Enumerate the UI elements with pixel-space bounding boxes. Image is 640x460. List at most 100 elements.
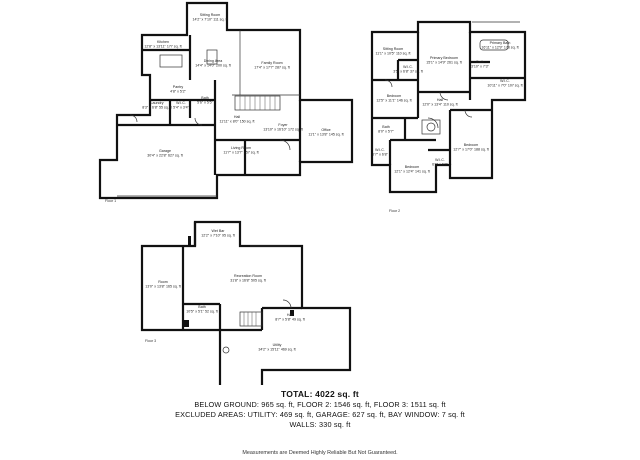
room-wic-2a: W.I.C. 3'5" x 6'8" 37 sq. ft: [393, 65, 423, 74]
svg-text:8'7" x 5'8" 49 sq. ft: 8'7" x 5'8" 49 sq. ft: [275, 318, 305, 322]
svg-text:Bath: Bath: [476, 60, 483, 64]
floor-1-plan: Sitting Room 14'2" x 7'10" 111 sq. ft Ki…: [98, 1, 354, 203]
svg-text:Dining Area: Dining Area: [204, 59, 223, 63]
room-wic-2d: W.I.C. 6'0" x 6'2": [432, 158, 448, 167]
svg-text:11'11" x 8'0" 150 sq. ft: 11'11" x 8'0" 150 sq. ft: [220, 120, 255, 124]
svg-text:10'5" x 5'1" 52 sq. ft: 10'5" x 5'1" 52 sq. ft: [186, 310, 218, 314]
floor-3-label: Floor 3: [145, 339, 156, 343]
room-bath-1: Bath 5'6" x 5'5": [197, 96, 213, 105]
floor-1-stairs: [234, 95, 281, 111]
svg-text:Wet Bar: Wet Bar: [212, 229, 226, 233]
svg-text:Pantry: Pantry: [173, 85, 184, 89]
svg-text:10'11" x 7'0" 107 sq. ft: 10'11" x 7'0" 107 sq. ft: [487, 84, 522, 88]
svg-text:14'4" x 14'0" 200 sq. ft: 14'4" x 14'0" 200 sq. ft: [195, 64, 231, 68]
room-primary-bedroom: Primary Bedroom 15'1" x 14'9" 261 sq. ft: [426, 56, 462, 65]
svg-text:Hall: Hall: [437, 98, 443, 102]
svg-text:Foyer: Foyer: [278, 123, 288, 127]
svg-text:12'5" x 11'1" 146 sq. ft: 12'5" x 11'1" 146 sq. ft: [376, 99, 411, 103]
room-living-room: Living Room 11'7" x 13'7" 157 sq. ft: [223, 146, 258, 155]
svg-text:30'4" x 22'8" 627 sq. ft: 30'4" x 22'8" 627 sq. ft: [147, 154, 183, 158]
room-bedroom-2a: Bedroom 12'5" x 11'1" 146 sq. ft: [376, 94, 411, 103]
svg-text:8'3" x 6'8" 55 sq. ft: 8'3" x 6'8" 55 sq. ft: [142, 106, 172, 110]
svg-text:5'6" x 5'5": 5'6" x 5'5": [197, 101, 213, 105]
room-hall-1: Hall 11'11" x 8'0" 150 sq. ft: [220, 115, 255, 124]
svg-text:5'4" x 3'4": 5'4" x 3'4": [173, 106, 189, 110]
svg-text:Bedroom: Bedroom: [464, 143, 479, 147]
svg-text:Office: Office: [321, 128, 330, 132]
room-pantry: Pantry 4'8" x 5'2": [170, 85, 186, 94]
svg-text:12'8" x 13'11" 177 sq. ft: 12'8" x 13'11" 177 sq. ft: [144, 45, 181, 49]
room-wet-bar: Wet Bar 12'2" x 7'10" 95 sq. ft: [201, 229, 235, 238]
svg-text:W.I.C.: W.I.C.: [403, 65, 413, 69]
svg-text:Recreation Room: Recreation Room: [234, 274, 262, 278]
svg-text:Bath: Bath: [198, 305, 205, 309]
svg-text:12'2" x 7'10" 95 sq. ft: 12'2" x 7'10" 95 sq. ft: [201, 234, 235, 238]
excluded-areas-line: EXCLUDED AREAS: UTILITY: 469 sq. ft, GAR…: [175, 410, 465, 419]
svg-text:W.I.C.: W.I.C.: [435, 158, 445, 162]
room-family-room: Family Room 17'4" x 17'7" 287 sq. ft: [254, 61, 290, 70]
svg-text:Hall: Hall: [287, 313, 293, 317]
svg-text:W.I.C.: W.I.C.: [176, 101, 186, 105]
svg-text:3'10" x 7'3": 3'10" x 7'3": [471, 65, 489, 69]
walls-area-line: WALLS: 330 sq. ft: [289, 420, 351, 429]
floor-plan-drawing: Sitting Room 14'2" x 7'10" 111 sq. ft Ki…: [98, 1, 527, 385]
room-room: Room 13'0" x 13'8" 165 sq. ft: [145, 280, 181, 289]
room-bath-2b: Bath 8'0" x 5'7": [378, 125, 394, 134]
room-hall-2: Hall 12'0" x 13'4" 110 sq. ft: [422, 98, 457, 107]
svg-text:Hall: Hall: [234, 115, 240, 119]
svg-text:11'1" x 13'8" 145 sq. ft: 11'1" x 13'8" 145 sq. ft: [308, 133, 343, 137]
svg-text:13'10" x 16'10" 172 sq. ft: 13'10" x 16'10" 172 sq. ft: [263, 128, 303, 132]
room-dining-area: Dining Area 14'4" x 14'0" 200 sq. ft: [195, 59, 231, 68]
svg-text:11'1" x 10'5" 110 sq. ft: 11'1" x 10'5" 110 sq. ft: [376, 52, 411, 56]
svg-text:34'2" x 15'11" 469 sq. ft: 34'2" x 15'11" 469 sq. ft: [258, 348, 295, 352]
floor-1-label: Floor 1: [105, 199, 116, 203]
svg-text:12'7" x 17'0" 188 sq. ft: 12'7" x 17'0" 188 sq. ft: [453, 148, 489, 152]
floor-2-label: Floor 2: [389, 209, 400, 213]
svg-text:Laundry: Laundry: [151, 101, 164, 105]
room-recreation-room: Recreation Room 31'8" x 16'8" 505 sq. ft: [230, 274, 266, 283]
svg-text:13'0" x 13'8" 165 sq. ft: 13'0" x 13'8" 165 sq. ft: [145, 285, 181, 289]
room-foyer: Foyer 13'10" x 16'10" 172 sq. ft: [263, 123, 303, 132]
room-sitting-room-1: Sitting Room 14'2" x 7'10" 111 sq. ft: [193, 13, 228, 22]
room-garage: Garage 30'4" x 22'8" 627 sq. ft: [147, 149, 183, 158]
floor-3-plan: Wet Bar 12'2" x 7'10" 95 sq. ft Room 13'…: [140, 220, 352, 385]
svg-text:Bedroom: Bedroom: [387, 94, 402, 98]
total-area-title: TOTAL: 4022 sq. ft: [281, 389, 359, 399]
svg-text:12'0" x 13'4" 110 sq. ft: 12'0" x 13'4" 110 sq. ft: [422, 103, 457, 107]
room-bedroom-2c: Bedroom 12'1" x 12'4" 141 sq. ft: [394, 165, 430, 174]
room-kitchen: Kitchen 12'8" x 13'11" 177 sq. ft: [144, 40, 181, 49]
svg-text:15'1" x 14'9" 261 sq. ft: 15'1" x 14'9" 261 sq. ft: [426, 61, 462, 65]
area-breakdown-line: BELOW GROUND: 965 sq. ft, FLOOR 2: 1546 …: [194, 400, 446, 409]
svg-text:Garage: Garage: [159, 149, 171, 153]
svg-text:17'4" x 17'7" 287 sq. ft: 17'4" x 17'7" 287 sq. ft: [254, 66, 290, 70]
svg-text:Living Room: Living Room: [231, 146, 251, 150]
room-utility: Utility 34'2" x 15'11" 469 sq. ft: [258, 343, 295, 352]
svg-text:Primary Bath: Primary Bath: [490, 41, 511, 45]
svg-text:12'1" x 12'4" 141 sq. ft: 12'1" x 12'4" 141 sq. ft: [394, 170, 430, 174]
svg-text:Bath: Bath: [201, 96, 208, 100]
svg-text:14'2" x 7'10" 111 sq. ft: 14'2" x 7'10" 111 sq. ft: [193, 18, 228, 22]
svg-text:Sitting Room: Sitting Room: [200, 13, 221, 17]
room-bedroom-2b: Bedroom 12'7" x 17'0" 188 sq. ft: [453, 143, 489, 152]
svg-text:Utility: Utility: [273, 343, 282, 347]
room-bath-2a: Bath 3'10" x 7'3": [471, 60, 489, 69]
svg-text:Bath: Bath: [382, 125, 389, 129]
room-bath-3: Bath 10'5" x 5'1" 52 sq. ft: [186, 305, 218, 314]
room-wic-2b: W.I.C. 10'11" x 7'0" 107 sq. ft: [487, 79, 522, 88]
room-hall-3: Hall 8'7" x 5'8" 49 sq. ft: [275, 313, 305, 322]
svg-text:31'8" x 16'8" 505 sq. ft: 31'8" x 16'8" 505 sq. ft: [230, 279, 266, 283]
floor-2-plan: Sitting Room 11'1" x 10'5" 110 sq. ft Pr…: [370, 20, 527, 213]
svg-text:3'5" x 6'8" 37 sq. ft: 3'5" x 6'8" 37 sq. ft: [393, 70, 423, 74]
svg-text:W.I.C.: W.I.C.: [375, 148, 385, 152]
svg-text:16'11" x 12'9" 178 sq. ft: 16'11" x 12'9" 178 sq. ft: [481, 46, 518, 50]
svg-text:8'0" x 5'7": 8'0" x 5'7": [378, 130, 394, 134]
room-wic-1: W.I.C. 5'4" x 3'4": [173, 101, 189, 110]
room-laundry: Laundry 8'3" x 6'8" 55 sq. ft: [142, 101, 172, 110]
room-office: Office 11'1" x 13'8" 145 sq. ft: [308, 128, 343, 137]
svg-text:W.I.C.: W.I.C.: [500, 79, 510, 83]
room-wic-2c: W.I.C. 6'7" x 6'8": [372, 148, 388, 157]
svg-text:Kitchen: Kitchen: [157, 40, 169, 44]
svg-text:11'7" x 13'7" 157 sq. ft: 11'7" x 13'7" 157 sq. ft: [223, 151, 258, 155]
svg-text:6'0" x 6'2": 6'0" x 6'2": [432, 163, 448, 167]
room-sitting-room-2: Sitting Room 11'1" x 10'5" 110 sq. ft: [376, 47, 411, 56]
